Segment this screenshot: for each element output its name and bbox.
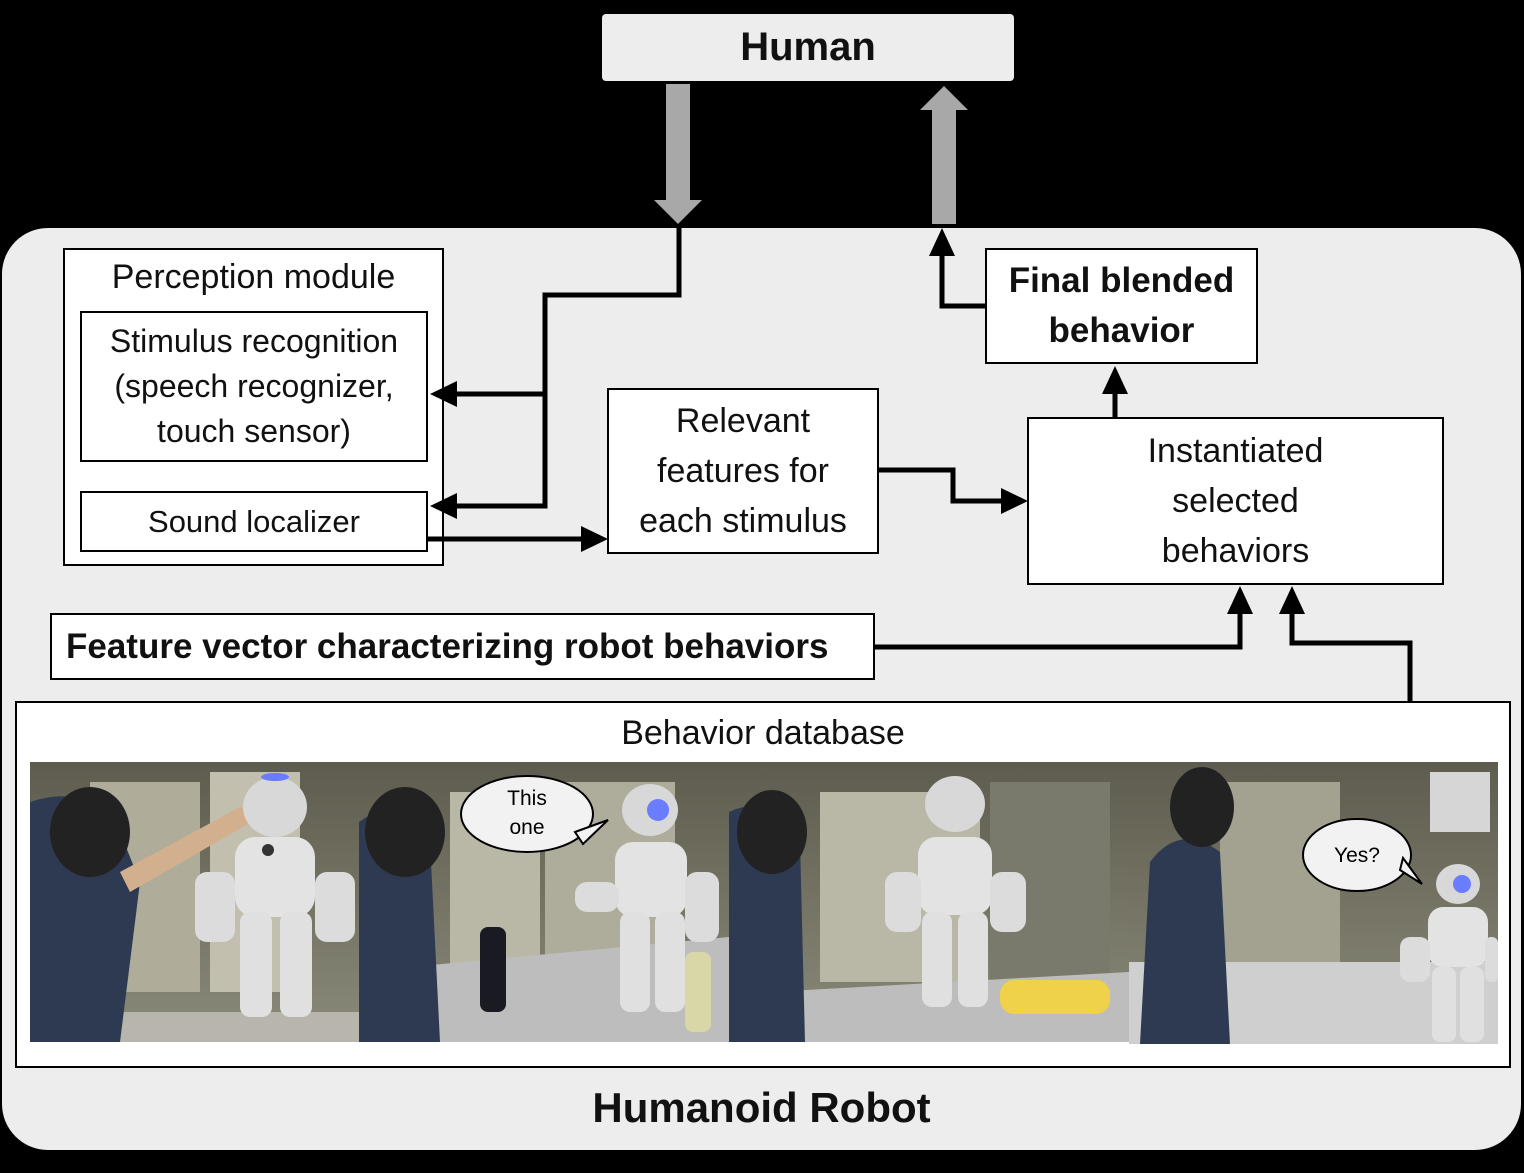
arrowhead-stimulus bbox=[430, 381, 457, 407]
instantiated-behaviors-box: Instantiated selected behaviors bbox=[1027, 417, 1444, 585]
instantiated-line-2: selected bbox=[1172, 482, 1299, 520]
wire-feature-to-inst bbox=[875, 612, 1243, 650]
human-box: Human bbox=[602, 14, 1014, 81]
final-line-1: Final blended bbox=[1008, 261, 1235, 300]
final-blended-behavior-box: Final blended behavior bbox=[985, 248, 1258, 364]
arrowhead-output bbox=[929, 228, 955, 256]
bubble-text-yes: Yes? bbox=[1334, 844, 1380, 867]
behavior-database-title: Behavior database bbox=[621, 714, 905, 752]
robot-1 bbox=[195, 773, 355, 1017]
arrowhead-database bbox=[1279, 586, 1305, 614]
stimulus-line-3: touch sensor) bbox=[157, 413, 351, 449]
wire-to-sound bbox=[455, 224, 682, 509]
arrowhead-instantiated bbox=[1001, 488, 1028, 514]
arrowhead-relevant bbox=[581, 526, 608, 552]
wire-relevant-to-inst bbox=[879, 467, 1003, 504]
instantiated-line-3: behaviors bbox=[1161, 532, 1310, 570]
wire-final-to-human bbox=[939, 254, 985, 309]
relevant-line-2: features for bbox=[657, 452, 829, 490]
photo-touch-head bbox=[30, 762, 359, 1042]
robot-2 bbox=[575, 784, 719, 1012]
robot-4 bbox=[1400, 864, 1498, 1042]
photo-yes: Yes? bbox=[1129, 762, 1498, 1044]
person-4 bbox=[1140, 839, 1230, 1044]
person-1-arm bbox=[120, 807, 260, 892]
soda-bottle bbox=[480, 927, 506, 1012]
sound-localizer-box: Sound localizer bbox=[80, 491, 428, 552]
gray-arrow-up bbox=[920, 86, 968, 224]
instantiated-line-1: Instantiated bbox=[1147, 432, 1324, 470]
person-1-hair bbox=[50, 787, 130, 877]
xylophone-toy bbox=[1000, 980, 1110, 1014]
feature-vector-box: Feature vector characterizing robot beha… bbox=[50, 613, 875, 680]
stimulus-line-2: (speech recognizer, bbox=[114, 368, 394, 404]
humanoid-robot-label: Humanoid Robot bbox=[592, 1084, 931, 1131]
bubble-text-this: This bbox=[507, 787, 547, 810]
gray-arrow-down bbox=[654, 84, 702, 224]
relevant-line-1: Relevant bbox=[675, 402, 811, 440]
arrowhead-sound bbox=[430, 493, 457, 519]
arrowhead-feature bbox=[1227, 586, 1253, 614]
arrowhead-final bbox=[1102, 366, 1128, 394]
person-4-hair bbox=[1170, 767, 1234, 847]
juice-bottle bbox=[685, 952, 711, 1032]
stimulus-line-1: Stimulus recognition bbox=[109, 323, 399, 359]
person-2-hair bbox=[365, 787, 445, 877]
photo-this-one: This one bbox=[359, 762, 729, 1042]
wire-db-to-inst bbox=[1289, 612, 1413, 701]
person-3-hair bbox=[737, 790, 807, 874]
relevant-features-box: Relevant features for each stimulus bbox=[607, 388, 879, 554]
photo-xylophone bbox=[729, 762, 1129, 1042]
robot-3 bbox=[885, 776, 1026, 1007]
relevant-line-3: each stimulus bbox=[639, 502, 847, 540]
final-line-2: behavior bbox=[1048, 311, 1195, 350]
behavior-photo-strip: This one bbox=[30, 762, 1498, 1044]
stimulus-recognition-box: Stimulus recognition (speech recognizer,… bbox=[80, 311, 428, 462]
speech-bubble-yes bbox=[1302, 818, 1412, 892]
speech-bubble-this-one bbox=[460, 775, 594, 853]
perception-module-title: Perception module bbox=[111, 258, 396, 296]
bubble-text-one: one bbox=[509, 816, 544, 839]
